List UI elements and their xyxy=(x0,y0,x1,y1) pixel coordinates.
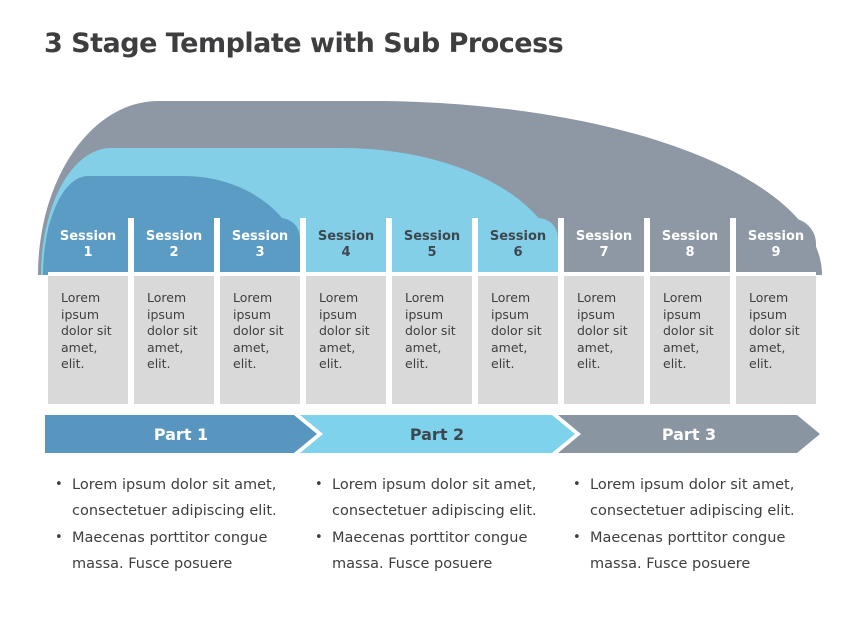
session-number: 1 xyxy=(83,245,93,260)
session-header: Session 1 xyxy=(48,218,128,272)
session-label: Session xyxy=(661,228,719,244)
session-number: 6 xyxy=(513,245,523,260)
session-columns: Session 1 Lorem ipsum dolor sit amet, el… xyxy=(48,218,816,404)
part2-label: Part 2 xyxy=(410,425,464,444)
session-column-2: Session 2 Lorem ipsum dolor sit amet, el… xyxy=(128,218,214,404)
column-divider xyxy=(48,272,128,276)
bullet-item: Lorem ipsum dolor sit amet, consectetuer… xyxy=(312,472,568,524)
session-header: Session 5 xyxy=(392,218,472,272)
session-number: 3 xyxy=(255,245,265,260)
session-column-1: Session 1 Lorem ipsum dolor sit amet, el… xyxy=(48,218,128,404)
session-body: Lorem ipsum dolor sit amet, elit. xyxy=(134,276,214,404)
session-column-7: Session 7 Lorem ipsum dolor sit amet, el… xyxy=(558,218,644,404)
session-body: Lorem ipsum dolor sit amet, elit. xyxy=(564,276,644,404)
session-label: Session xyxy=(59,228,117,244)
session-column-6: Session 6 Lorem ipsum dolor sit amet, el… xyxy=(472,218,558,404)
session-body: Lorem ipsum dolor sit amet, elit. xyxy=(392,276,472,404)
session-column-8: Session 8 Lorem ipsum dolor sit amet, el… xyxy=(644,218,730,404)
session-body: Lorem ipsum dolor sit amet, elit. xyxy=(650,276,730,404)
bullet-item: Lorem ipsum dolor sit amet, consectetuer… xyxy=(52,472,308,524)
part1-arrow-shape xyxy=(45,415,317,453)
column-divider xyxy=(478,272,558,276)
session-header: Session 9 xyxy=(736,218,816,272)
bullet-item: Lorem ipsum dolor sit amet, consectetuer… xyxy=(570,472,826,524)
session-body: Lorem ipsum dolor sit amet, elit. xyxy=(478,276,558,404)
bullet-item: Maecenas porttitor congue massa. Fusce p… xyxy=(52,525,308,577)
column-divider xyxy=(736,272,816,276)
session-label: Session xyxy=(747,228,805,244)
session-label: Session xyxy=(317,228,375,244)
column-divider xyxy=(392,272,472,276)
session-number: 4 xyxy=(341,245,351,260)
column-divider xyxy=(220,272,300,276)
session-header: Session 4 xyxy=(306,218,386,272)
part3-label: Part 3 xyxy=(662,425,716,444)
part2-bullet-list: Lorem ipsum dolor sit amet, consectetuer… xyxy=(312,472,568,578)
session-body: Lorem ipsum dolor sit amet, elit. xyxy=(736,276,816,404)
session-body: Lorem ipsum dolor sit amet, elit. xyxy=(220,276,300,404)
session-label: Session xyxy=(403,228,461,244)
session-body: Lorem ipsum dolor sit amet, elit. xyxy=(48,276,128,404)
part3-bullet-list: Lorem ipsum dolor sit amet, consectetuer… xyxy=(570,472,826,578)
part1-bullet-list: Lorem ipsum dolor sit amet, consectetuer… xyxy=(52,472,308,578)
session-number: 7 xyxy=(599,245,609,260)
session-label: Session xyxy=(231,228,289,244)
session-number: 5 xyxy=(427,245,437,260)
part-arrows: Part 1 Part 2 Part 3 xyxy=(45,415,820,453)
session-header: Session 6 xyxy=(478,218,558,272)
bullet-item: Maecenas porttitor congue massa. Fusce p… xyxy=(312,525,568,577)
session-label: Session xyxy=(145,228,203,244)
session-body: Lorem ipsum dolor sit amet, elit. xyxy=(306,276,386,404)
slide-title: 3 Stage Template with Sub Process xyxy=(44,28,564,59)
column-divider xyxy=(564,272,644,276)
session-column-5: Session 5 Lorem ipsum dolor sit amet, el… xyxy=(386,218,472,404)
session-column-9: Session 9 Lorem ipsum dolor sit amet, el… xyxy=(730,218,816,404)
bullet-item: Maecenas porttitor congue massa. Fusce p… xyxy=(570,525,826,577)
session-header: Session 8 xyxy=(650,218,730,272)
column-divider xyxy=(650,272,730,276)
session-header: Session 3 xyxy=(220,218,300,272)
session-number: 9 xyxy=(771,245,781,260)
part3-arrow-shape xyxy=(558,415,820,453)
session-column-4: Session 4 Lorem ipsum dolor sit amet, el… xyxy=(300,218,386,404)
session-label: Session xyxy=(489,228,547,244)
session-header: Session 2 xyxy=(134,218,214,272)
session-column-3: Session 3 Lorem ipsum dolor sit amet, el… xyxy=(214,218,300,404)
part1-label: Part 1 xyxy=(154,425,208,444)
part2-arrow-shape xyxy=(300,415,575,453)
session-header: Session 7 xyxy=(564,218,644,272)
session-number: 2 xyxy=(169,245,179,260)
column-divider xyxy=(134,272,214,276)
session-number: 8 xyxy=(685,245,695,260)
column-divider xyxy=(306,272,386,276)
session-label: Session xyxy=(575,228,633,244)
